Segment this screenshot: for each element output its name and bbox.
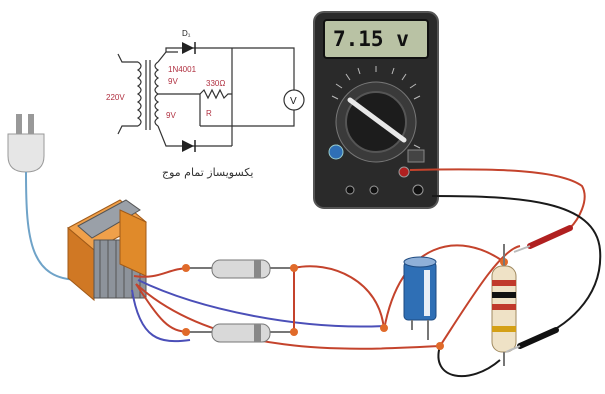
wire xyxy=(232,48,294,90)
diode-label: D₁ xyxy=(182,29,191,38)
jack-v-ohm[interactable] xyxy=(399,167,409,177)
plug-pin xyxy=(28,114,34,136)
junction-dot xyxy=(290,264,298,272)
band xyxy=(492,280,516,286)
voltmeter-label: V xyxy=(290,96,297,107)
junction-dot xyxy=(182,328,190,336)
diode-part-label: 1N4001 xyxy=(168,65,197,74)
multimeter: 7.15 v xyxy=(314,12,438,208)
schematic-caption: یکسویساز تمام موج xyxy=(162,166,253,179)
capacitor-top xyxy=(404,257,436,267)
diode-bottom-symbol xyxy=(182,140,194,152)
junction-dot xyxy=(380,324,388,332)
resistor xyxy=(492,244,516,366)
secondary-bottom-label: 9V xyxy=(166,111,176,120)
resistor-symbol xyxy=(200,90,232,98)
wire-blue xyxy=(138,280,384,327)
wire xyxy=(232,110,294,126)
capacitor-body xyxy=(404,262,436,320)
primary-lead xyxy=(118,126,138,134)
wire-red xyxy=(384,245,504,330)
secondary-top-label: 9V xyxy=(168,77,178,86)
band xyxy=(492,304,516,310)
junction-dot xyxy=(182,264,190,272)
wire-red xyxy=(294,266,384,330)
resistor-name-label: R xyxy=(206,109,212,118)
plug-body xyxy=(8,134,44,172)
diode-top xyxy=(190,260,290,278)
junction-dot xyxy=(436,342,444,350)
transformer-front xyxy=(120,210,146,276)
wire-black xyxy=(438,346,500,376)
capacitor xyxy=(404,257,436,340)
jack-ma[interactable] xyxy=(370,186,378,194)
plug-pin xyxy=(16,114,22,136)
band xyxy=(492,326,516,332)
schematic xyxy=(118,48,294,146)
primary-lead xyxy=(118,54,138,62)
resistor-value-label: 330Ω xyxy=(206,79,225,88)
probe-red[interactable] xyxy=(514,228,570,252)
junction-dot xyxy=(290,328,298,336)
diode-top-symbol xyxy=(182,42,194,54)
secondary-coil xyxy=(155,62,158,126)
power-plug xyxy=(8,114,44,172)
primary-label: 220V xyxy=(106,93,125,102)
wire xyxy=(158,52,178,62)
diode-bottom xyxy=(190,324,290,342)
hfe-socket xyxy=(408,150,424,162)
power-button[interactable] xyxy=(329,145,343,159)
meter-reading: 7.15 v xyxy=(333,27,409,51)
capacitor-stripe xyxy=(424,270,430,316)
jack-com[interactable] xyxy=(413,185,423,195)
band xyxy=(492,292,516,298)
primary-coil xyxy=(138,62,141,126)
transformer xyxy=(68,200,146,300)
jack-10a[interactable] xyxy=(346,186,354,194)
